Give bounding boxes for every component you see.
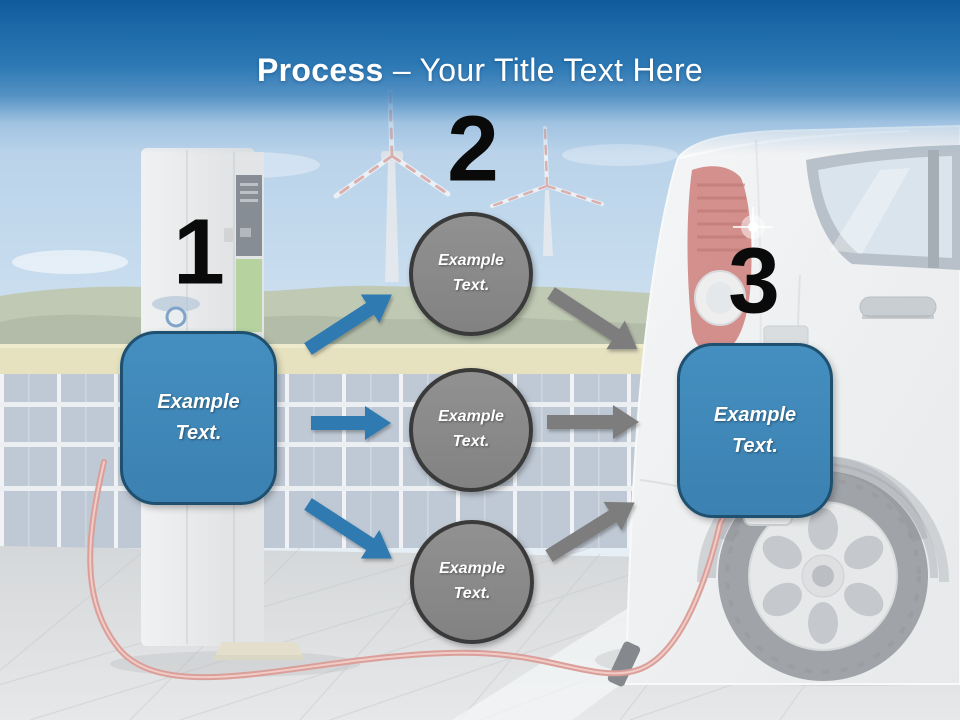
arrow-gray-top[interactable] bbox=[542, 279, 647, 364]
box3-label: Example Text. bbox=[713, 403, 797, 457]
light-flare bbox=[733, 207, 773, 247]
process-circle-2[interactable]: Example Text. bbox=[409, 368, 533, 492]
field-highlight bbox=[0, 344, 700, 348]
slide-title[interactable]: Process – Your Title Text Here bbox=[0, 52, 960, 89]
title-keyword: Process bbox=[256, 52, 384, 88]
station-logo bbox=[165, 306, 187, 328]
step-number-3[interactable]: 3 bbox=[728, 228, 780, 333]
arrow-blue-middle[interactable] bbox=[311, 406, 391, 440]
title-banner bbox=[0, 0, 960, 154]
yellow-field bbox=[0, 344, 700, 378]
circle2-label: Example Text. bbox=[438, 408, 504, 450]
process-box-1[interactable]: Example Text. bbox=[120, 331, 277, 505]
arrow-gray-bottom[interactable] bbox=[540, 488, 644, 570]
process-circle-1[interactable]: Example Text. bbox=[409, 212, 533, 336]
box1-label: Example Text. bbox=[157, 391, 240, 444]
car-window-glass bbox=[818, 156, 952, 258]
step-number-1[interactable]: 1 bbox=[173, 199, 225, 304]
arrow-blue-bottom[interactable] bbox=[299, 490, 401, 573]
station-screen bbox=[236, 175, 262, 256]
charging-cable bbox=[87, 459, 749, 687]
arrow-gray-middle[interactable] bbox=[547, 405, 639, 439]
process-box-3[interactable]: Example Text. bbox=[677, 343, 833, 518]
title-rest: – Your Title Text Here bbox=[383, 52, 704, 88]
circle1-label: Example Text. bbox=[438, 252, 504, 294]
station-green-stripe bbox=[236, 259, 262, 332]
circle3-label: Example Text. bbox=[439, 560, 505, 602]
step-number-2[interactable]: 2 bbox=[447, 96, 499, 201]
arrow-blue-top[interactable] bbox=[299, 280, 401, 363]
process-circle-3[interactable]: Example Text. bbox=[410, 520, 534, 644]
